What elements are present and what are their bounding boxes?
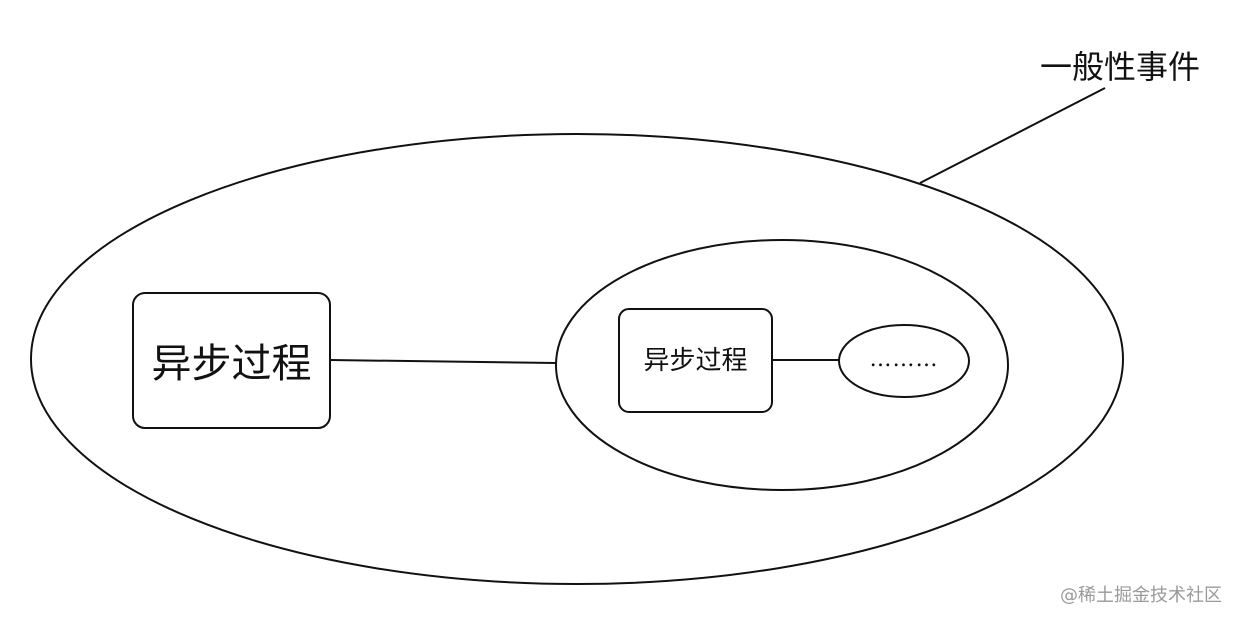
ellipsis-node-label: ……… <box>870 347 939 372</box>
outer-event-label: 一般性事件 <box>1040 48 1200 86</box>
left-process-label: 异步过程 <box>152 341 312 387</box>
left-to-inner-connector <box>329 359 557 364</box>
watermark-text: @稀土掘金技术社区 <box>1060 585 1222 606</box>
inner-process-label: 异步过程 <box>643 346 747 376</box>
inner-event-ellipse <box>555 239 1009 491</box>
outer-label-leader-line <box>919 87 1106 184</box>
ellipsis-node <box>838 324 970 398</box>
